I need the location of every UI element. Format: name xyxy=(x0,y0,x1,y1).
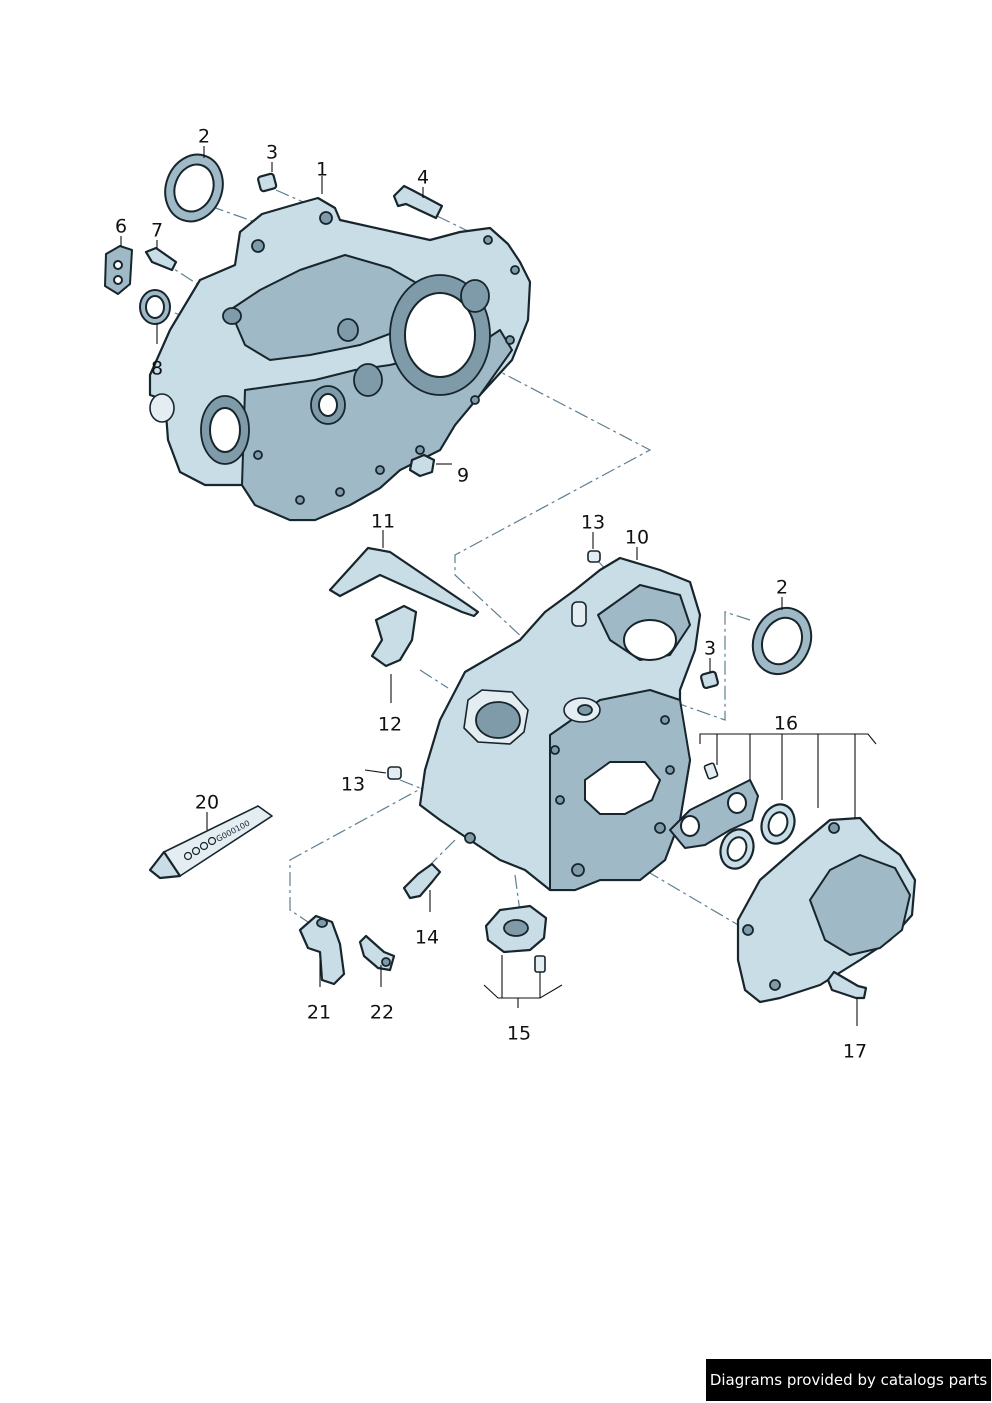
callout-2-lower[interactable]: 2 xyxy=(775,576,789,599)
roller-bearing-right[interactable] xyxy=(756,800,800,849)
flange-bolt[interactable] xyxy=(358,934,396,972)
plug-13-upper[interactable] xyxy=(587,550,601,563)
roller-bearing-left[interactable] xyxy=(715,825,759,874)
footer-credit: Diagrams provided by catalogs parts xyxy=(706,1359,991,1401)
callout-2-upper[interactable]: 2 xyxy=(197,125,211,148)
callout-15[interactable]: 15 xyxy=(506,1022,532,1045)
gearbox-housing-lower[interactable] xyxy=(418,556,702,892)
callout-22[interactable]: 22 xyxy=(369,1001,395,1024)
callout-12[interactable]: 12 xyxy=(377,713,403,736)
callout-leader-lines xyxy=(120,146,877,1026)
stud-bolt[interactable] xyxy=(144,246,178,272)
gasket-plate[interactable] xyxy=(669,779,759,849)
cover-bolt[interactable] xyxy=(826,970,868,1000)
bolt-upper[interactable] xyxy=(392,184,444,220)
callout-3-lower[interactable]: 3 xyxy=(703,637,717,660)
callout-20[interactable]: 20 xyxy=(194,791,220,814)
callout-1[interactable]: 1 xyxy=(315,158,329,181)
callout-8[interactable]: 8 xyxy=(150,357,164,380)
oil-seal-small[interactable] xyxy=(139,289,171,325)
plug-13-lower[interactable] xyxy=(387,766,402,780)
callout-21[interactable]: 21 xyxy=(306,1001,332,1024)
callout-16[interactable]: 16 xyxy=(773,712,799,735)
breather-elbow[interactable] xyxy=(298,914,346,986)
callout-13-upper[interactable]: 13 xyxy=(580,511,606,534)
callout-6[interactable]: 6 xyxy=(114,215,128,238)
cover-plate-screw[interactable] xyxy=(534,955,546,973)
callout-11[interactable]: 11 xyxy=(370,510,396,533)
end-cover[interactable] xyxy=(736,816,917,1004)
callout-4[interactable]: 4 xyxy=(416,166,430,189)
callout-14[interactable]: 14 xyxy=(414,926,440,949)
bracket-mount[interactable] xyxy=(104,245,133,295)
callout-3-upper[interactable]: 3 xyxy=(265,141,279,164)
magnet-block[interactable] xyxy=(408,453,436,478)
callout-13-lower[interactable]: 13 xyxy=(340,773,366,796)
seal-ring-lower[interactable] xyxy=(742,598,821,683)
callout-7[interactable]: 7 xyxy=(150,219,164,242)
callout-10[interactable]: 10 xyxy=(624,526,650,549)
cover-plate-small[interactable] xyxy=(484,904,548,954)
sealant-tube[interactable]: G000100 xyxy=(148,805,273,880)
gearbox-housing-upper[interactable] xyxy=(148,196,532,522)
speed-sensor[interactable] xyxy=(402,862,442,900)
plug-lower[interactable] xyxy=(700,670,719,689)
plug-upper[interactable] xyxy=(257,172,278,193)
small-screw-16[interactable] xyxy=(703,762,719,780)
oil-deflector[interactable] xyxy=(370,604,418,668)
callout-9[interactable]: 9 xyxy=(456,464,470,487)
guide-rail[interactable] xyxy=(328,546,480,618)
seal-ring-upper[interactable] xyxy=(156,146,232,229)
callout-17[interactable]: 17 xyxy=(842,1040,868,1063)
